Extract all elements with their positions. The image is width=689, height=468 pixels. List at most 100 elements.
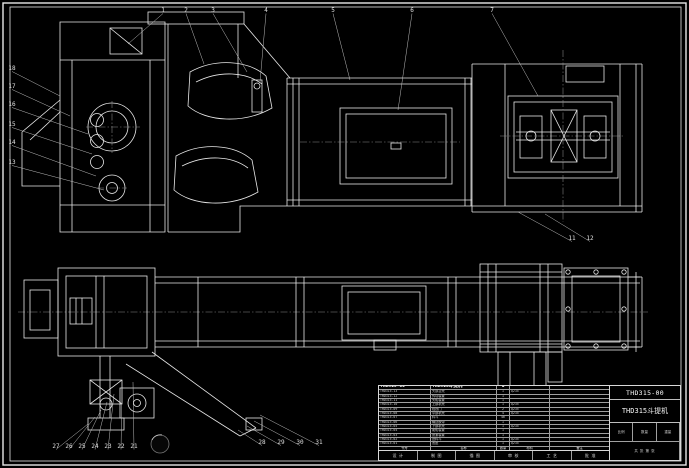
ink-blob: [150, 434, 170, 454]
bom-cell: THD315-00: [379, 386, 431, 390]
bom-cell: Q235: [510, 424, 550, 429]
signature-cell: 批 准: [585, 452, 596, 458]
bucket-belt-section: [147, 11, 291, 233]
leader-line: [517, 211, 573, 242]
bom-cell: [510, 420, 550, 424]
title-block: THD315-00 THD315斗提机 比例数量重量共 张 第 张: [610, 385, 681, 461]
signature-cell: 设 计: [379, 451, 418, 460]
bom-cell: 1: [497, 398, 510, 403]
title-block-cell: 重量: [656, 423, 680, 442]
drive-plan: [479, 263, 643, 397]
callout-number: 29: [277, 439, 285, 446]
callout-number: 24: [91, 443, 99, 450]
bom-cell: 4: [497, 411, 510, 416]
bom-cell: 尾轮装置: [431, 429, 497, 433]
bom-cell: Q235: [510, 390, 550, 394]
bom-cell: 46: [497, 416, 510, 420]
door-handle: [390, 142, 402, 150]
signature-strip: 设 计制 图描 图审 核工 艺批 准: [379, 450, 609, 460]
tensioner-and-motor: [87, 356, 155, 431]
leader-line: [68, 416, 96, 450]
callout-number: 23: [104, 443, 112, 450]
leader-line: [259, 13, 267, 83]
bom-cell: THD315-02: [379, 437, 431, 442]
leader-line: [237, 429, 263, 446]
bom-cell: [510, 394, 550, 398]
callout-number: 15: [8, 121, 16, 128]
bom-cell: 进料斗: [431, 437, 497, 442]
bom-cell: 料斗: [431, 416, 497, 420]
leader-line: [107, 393, 115, 450]
bom-cell: THD315-12: [379, 394, 431, 398]
leader-line: [132, 381, 135, 450]
bom-cell: Q235: [510, 403, 550, 407]
bom-cell: THD315-09: [379, 407, 431, 411]
title-block-cell: 比例: [610, 423, 634, 442]
bom-cell: THD315-11: [379, 398, 431, 403]
bom-cell: 1: [497, 442, 510, 446]
bom-cell: 1: [497, 390, 510, 394]
leader-line: [81, 409, 102, 450]
bom-cell: 下部机壳: [431, 424, 497, 429]
callout-number: 7: [490, 7, 494, 14]
drawing-number: THD315-00: [610, 386, 680, 400]
drive-section: [471, 50, 643, 222]
leader-line: [544, 213, 591, 242]
bom-cell: 1: [497, 437, 510, 442]
callout-number: 14: [8, 139, 16, 146]
bom-cell: 输送胶带: [431, 420, 497, 424]
bom-cell: 底座: [431, 442, 497, 446]
parts-header-row: 代号名称数量材料备注: [379, 445, 609, 450]
callout-number: 5: [331, 7, 335, 14]
bom-cell: Q235: [510, 411, 550, 416]
bom-cell: 头部罩壳: [431, 390, 497, 394]
callout-number: 1: [161, 7, 165, 14]
leader-line: [259, 414, 320, 446]
bom-cell: THD315-10: [379, 403, 431, 407]
bom-cell: 名称: [431, 446, 497, 450]
bom-cell: THD315-04: [379, 429, 431, 433]
leader-line: [246, 425, 282, 446]
callout-number: 2: [184, 7, 188, 14]
title-block-cell: 共 张 第 张: [610, 442, 680, 460]
callout-number: 16: [8, 101, 16, 108]
motor: [119, 387, 155, 419]
callout-number: 31: [315, 439, 323, 446]
bom-cell: THD315-01: [379, 442, 431, 446]
discharge-hopper: [125, 351, 263, 437]
leader-line: [11, 127, 93, 155]
leader-line: [212, 13, 248, 73]
bom-cell: 1: [497, 420, 510, 424]
callout-number: 28: [258, 439, 266, 446]
leader-line: [397, 13, 413, 111]
bom-cell: [510, 429, 550, 433]
bom-cell: THD315-07: [379, 416, 431, 420]
inspection-door: [339, 107, 453, 185]
plan-view: [18, 263, 648, 437]
callout-number: 22: [117, 443, 125, 450]
bom-cell: 上部机壳: [431, 403, 497, 407]
bom-cell: 1: [497, 429, 510, 433]
callout-number: 30: [296, 439, 304, 446]
bom-cell: 代号: [379, 446, 431, 450]
bom-cell: THD315-05: [379, 424, 431, 429]
title-block-info-grid: 比例数量重量共 张 第 张: [610, 423, 680, 460]
bom-cell: 1: [497, 433, 510, 437]
signature-cell: 工 艺: [533, 451, 572, 460]
callout-number: 18: [8, 65, 16, 72]
leader-line: [491, 13, 539, 97]
bearing-block-right: [583, 115, 607, 159]
leader-line: [11, 165, 105, 191]
leader-line: [11, 71, 61, 97]
title-block-cell: 数量: [633, 423, 657, 442]
head-section: [21, 21, 166, 233]
